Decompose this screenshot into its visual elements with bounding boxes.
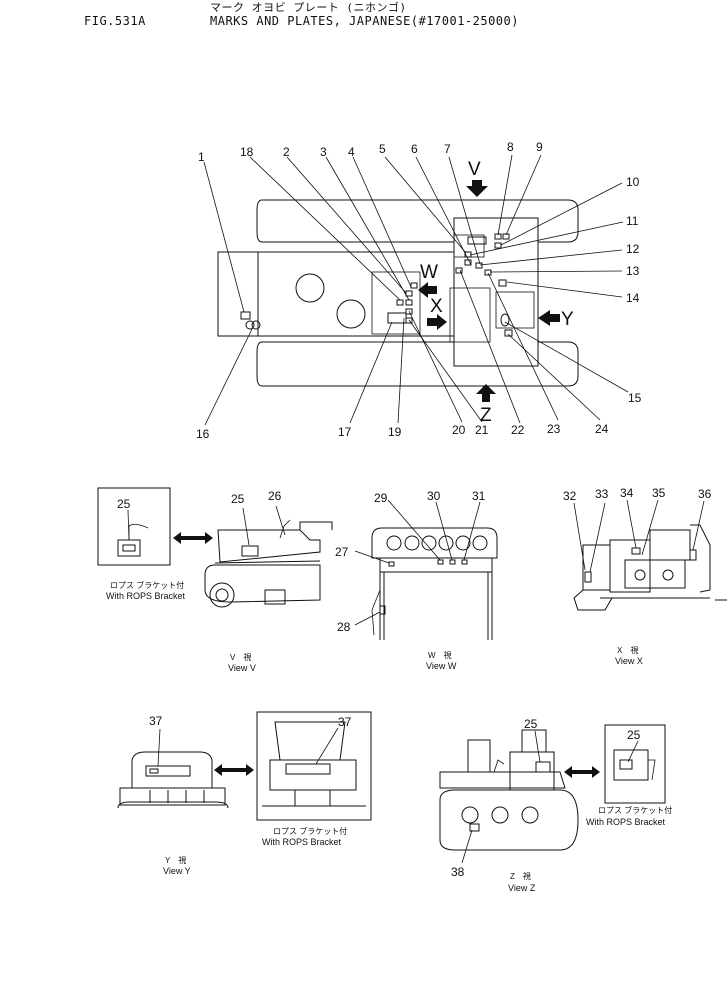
callout-28: 28 [337, 620, 351, 634]
view-z-caption: View Z [508, 883, 536, 893]
rops-jp-3: ロプス ブラケット付 [598, 805, 672, 815]
view-y [117, 711, 372, 821]
callout-16: 16 [196, 427, 210, 441]
figure-number: FIG.531A [84, 14, 146, 28]
callout-17: 17 [338, 425, 352, 439]
view-x-caption: View X [615, 656, 643, 666]
view-v-inset [97, 487, 333, 608]
callout-38: 38 [451, 865, 465, 879]
view-w [354, 499, 498, 640]
view-letter-z: Z [480, 405, 492, 426]
callout-8: 8 [507, 140, 514, 154]
callout-2: 2 [283, 145, 290, 159]
view-x [573, 499, 727, 611]
callout-29: 29 [374, 491, 388, 505]
callout-30: 30 [427, 489, 441, 503]
callout-12: 12 [626, 242, 640, 256]
view-letter-v: V [468, 159, 481, 180]
callout-7: 7 [444, 142, 451, 156]
view-v-jp: V 視 [230, 653, 251, 662]
japanese-title: マーク オヨビ プレート (ニホンゴ) [210, 1, 407, 14]
callout-36: 36 [698, 487, 712, 501]
callout-27: 27 [335, 545, 349, 559]
callout-37a: 37 [149, 714, 163, 728]
callout-21: 21 [475, 423, 489, 437]
rops-jp-1: ロプス ブラケット付 [110, 580, 184, 590]
callout-4: 4 [348, 145, 355, 159]
callout-23: 23 [547, 422, 561, 436]
callout-37b: 37 [338, 715, 352, 729]
callout-11: 11 [626, 214, 639, 228]
callout-5: 5 [379, 142, 386, 156]
view-letter-y: Y [561, 309, 574, 330]
callout-34: 34 [620, 486, 634, 500]
rops-caption-2: With ROPS Bracket [262, 837, 342, 847]
view-x-jp: X 視 [617, 646, 638, 655]
callout-10: 10 [626, 175, 640, 189]
callout-31: 31 [472, 489, 486, 503]
callout-35: 35 [652, 486, 666, 500]
view-y-jp: Y 視 [165, 856, 186, 865]
callout-1: 1 [198, 150, 205, 164]
view-w-caption: View W [426, 661, 457, 671]
view-letter-w: W [420, 262, 438, 283]
callout-25a: 25 [117, 497, 131, 511]
callout-6: 6 [411, 142, 418, 156]
callout-25c: 25 [524, 717, 538, 731]
view-w-jp: W 視 [428, 651, 452, 660]
plan-view [203, 154, 629, 426]
view-z-jp: Z 視 [510, 872, 531, 881]
view-y-caption: View Y [163, 866, 191, 876]
view-letter-x: X [430, 296, 443, 317]
figure-title: MARKS AND PLATES, JAPANESE(#17001-25000) [210, 14, 519, 28]
callout-24: 24 [595, 422, 609, 436]
callout-22: 22 [511, 423, 525, 437]
callout-32: 32 [563, 489, 577, 503]
view-z [439, 724, 666, 864]
callout-25d: 25 [627, 728, 641, 742]
rops-caption-1: With ROPS Bracket [106, 591, 186, 601]
callout-20: 20 [452, 423, 466, 437]
callout-26: 26 [268, 489, 282, 503]
callout-3: 3 [320, 145, 327, 159]
callout-9: 9 [536, 140, 543, 154]
callout-13: 13 [626, 264, 640, 278]
rops-caption-3: With ROPS Bracket [586, 817, 666, 827]
view-v-caption: View V [228, 663, 256, 673]
callout-25b: 25 [231, 492, 245, 506]
rops-jp-2: ロプス ブラケット付 [273, 826, 347, 836]
callout-18: 18 [240, 145, 254, 159]
callout-15: 15 [628, 391, 642, 405]
callout-33: 33 [595, 487, 609, 501]
callout-19: 19 [388, 425, 402, 439]
callout-14: 14 [626, 291, 640, 305]
